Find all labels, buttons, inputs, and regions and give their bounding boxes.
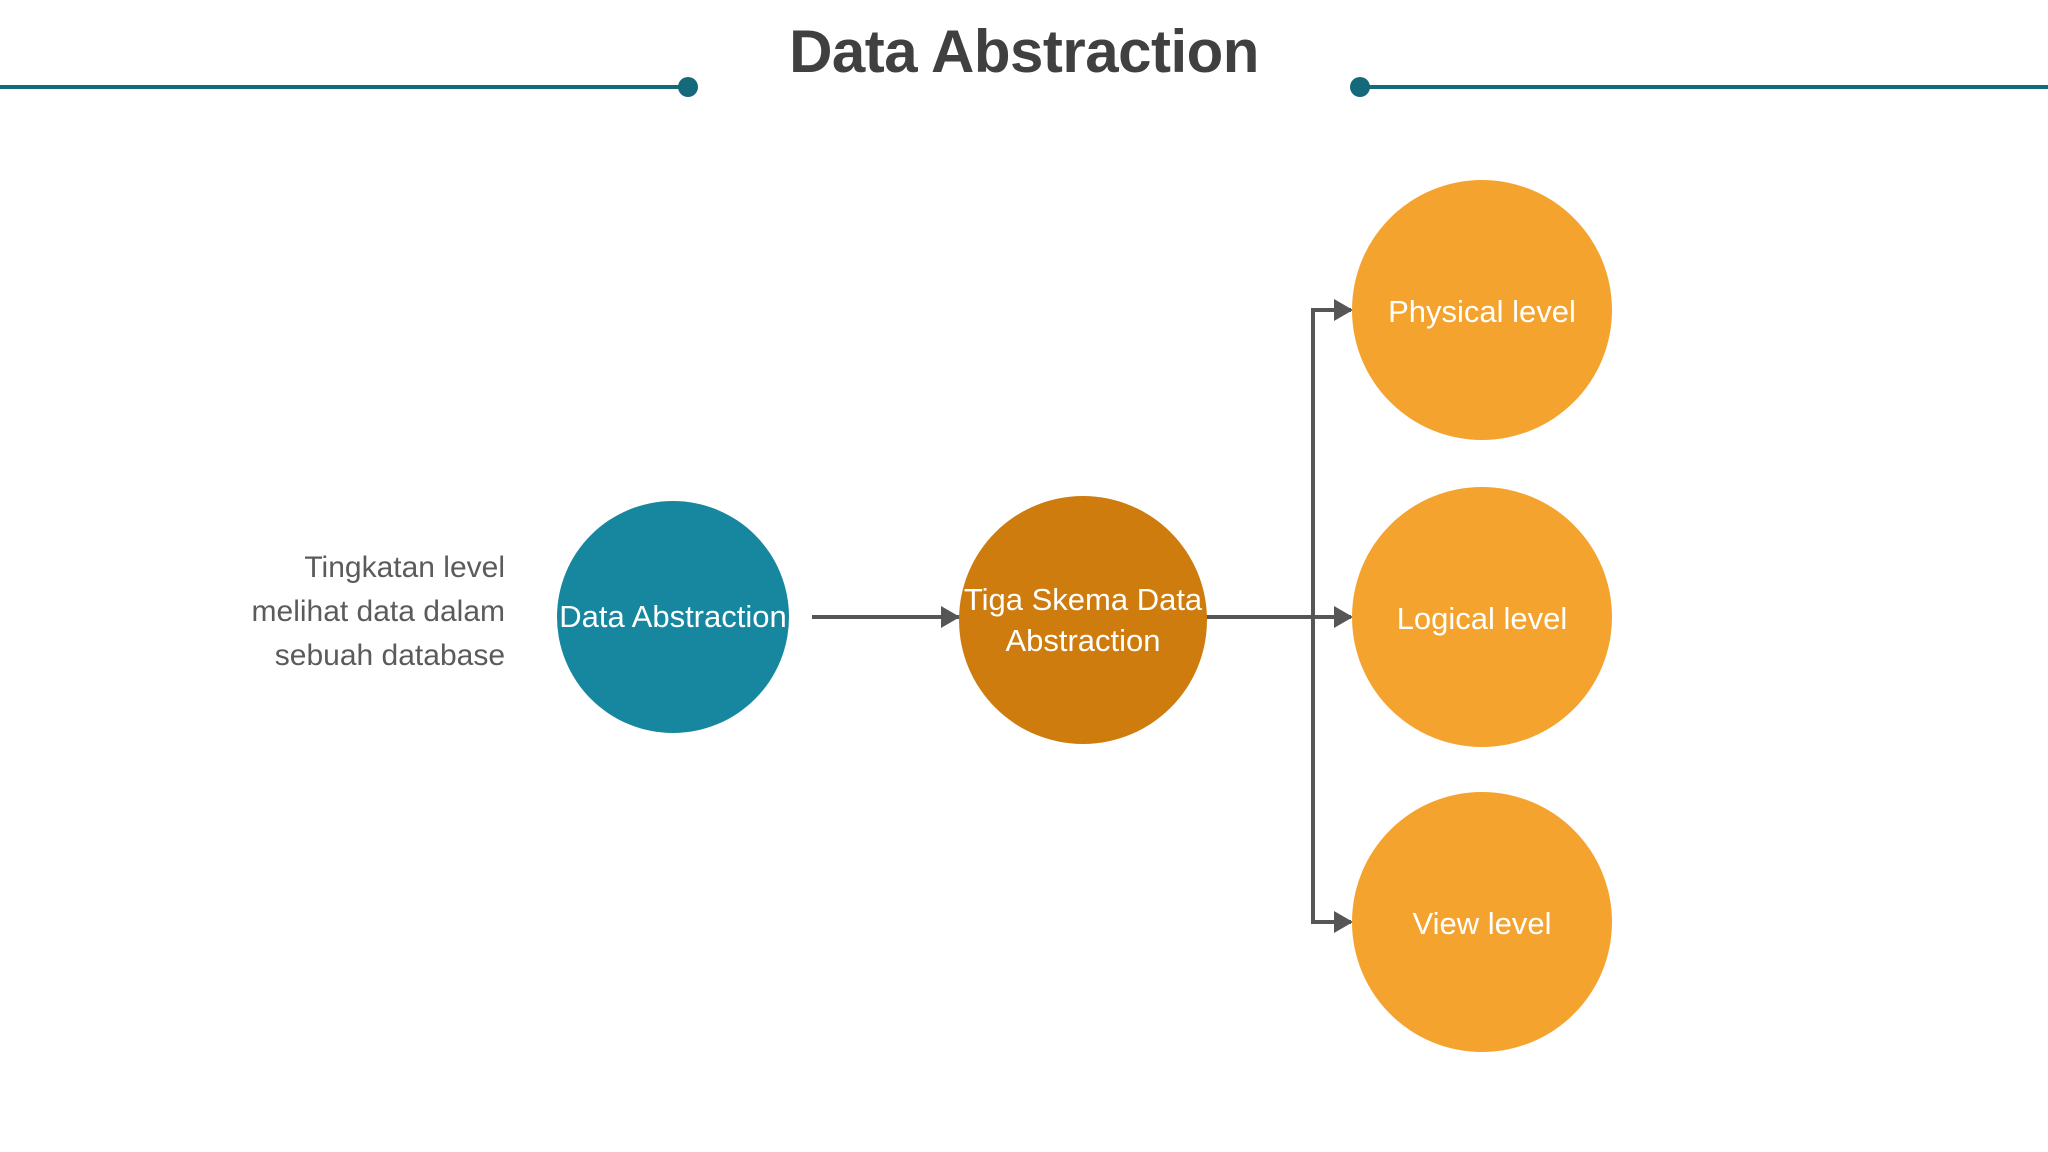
header-rule-left [0,85,690,89]
node-logical-level-label: Logical level [1396,600,1568,636]
node-view-level[interactable]: View level [1352,792,1612,1052]
page-title: Data Abstraction [789,18,1259,85]
header-rule-right-dot-icon [1350,77,1370,97]
header-rule-left-dot-icon [678,77,698,97]
caption-text: Tingkatan level melihat data dalam sebua… [251,551,505,673]
arrowhead-icon-to-logical-level [1334,606,1353,628]
node-data-abstraction-label: Data Abstraction [559,599,787,635]
node-tiga-skema-label: Tiga Skema Data Abstraction [963,581,1203,658]
node-tiga-skema-data-abstraction[interactable]: Tiga Skema Data Abstraction [959,496,1207,744]
connector-data-abstraction-to-tiga-skema [812,615,962,619]
node-view-level-label: View level [1412,905,1552,941]
header-rule-right [1358,85,2048,89]
node-data-abstraction[interactable]: Data Abstraction [557,501,789,733]
connector-branch-view-level [1311,920,1351,924]
connector-trunk-vertical [1311,308,1315,924]
node-physical-level-label: Physical level [1388,293,1576,329]
node-physical-level[interactable]: Physical level [1352,180,1612,440]
arrowhead-icon-to-tiga-skema [941,606,960,628]
connector-tiga-skema-to-trunk [1204,615,1351,619]
arrowhead-icon-to-view-level [1334,911,1353,933]
arrowhead-icon-to-physical-level [1334,299,1353,321]
node-logical-level[interactable]: Logical level [1352,487,1612,747]
connector-branch-physical-level [1311,308,1351,312]
